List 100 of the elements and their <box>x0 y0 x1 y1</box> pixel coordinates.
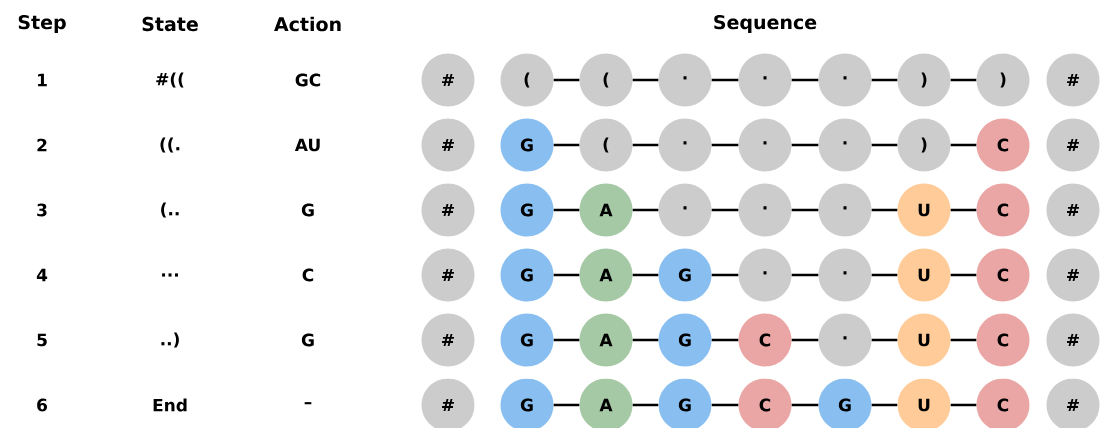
connector-line <box>632 208 659 212</box>
connector-line <box>711 338 739 342</box>
circle-node: C <box>976 118 1030 172</box>
circle-node: · <box>738 183 792 237</box>
circle-node: # <box>1046 248 1100 302</box>
circle-node: · <box>738 248 792 302</box>
connector-line <box>553 338 580 342</box>
connector-line <box>553 78 580 82</box>
table-cell: G <box>301 203 314 217</box>
circle-node: ) <box>976 53 1030 107</box>
connector-line <box>791 143 819 147</box>
connector-line <box>711 143 739 147</box>
circle-node: # <box>1046 53 1100 107</box>
table-cell: #(( <box>156 72 184 88</box>
circle-node: · <box>738 53 792 107</box>
connector-line <box>711 208 739 212</box>
circle-node: C <box>976 183 1030 237</box>
circle-node: U <box>897 248 951 302</box>
table-cell: AU <box>294 138 320 152</box>
circle-node: ( <box>500 53 554 107</box>
circle-node: # <box>1046 118 1100 172</box>
connector-line <box>632 273 659 277</box>
connector-line <box>871 143 898 147</box>
connector-line <box>950 208 977 212</box>
circle-node: C <box>976 313 1030 367</box>
circle-node: ( <box>579 53 633 107</box>
table-cell: 4 <box>36 268 48 282</box>
circle-node: G <box>658 248 712 302</box>
column-header: Step <box>18 14 66 33</box>
table-cell: ((. <box>160 137 180 153</box>
circle-node: · <box>658 118 712 172</box>
circle-node: # <box>421 183 475 237</box>
circle-node: G <box>500 183 554 237</box>
circle-node: ) <box>897 53 951 107</box>
connector-line <box>871 273 898 277</box>
circle-node: · <box>818 183 872 237</box>
connector-line <box>791 273 819 277</box>
connector-line <box>871 78 898 82</box>
circle-node: # <box>421 53 475 107</box>
connector-line <box>871 338 898 342</box>
table-cell: 5 <box>37 333 47 347</box>
connector-line <box>791 78 819 82</box>
circle-node: A <box>579 183 633 237</box>
column-header: Sequence <box>714 14 817 33</box>
connector-line <box>950 78 977 82</box>
table-cell: 3 <box>37 203 47 217</box>
circle-node: · <box>818 248 872 302</box>
connector-line <box>950 403 977 407</box>
circle-node: · <box>658 53 712 107</box>
circle-node: · <box>738 118 792 172</box>
connector-line <box>950 338 977 342</box>
circle-node: ) <box>897 118 951 172</box>
table-cell: – <box>304 402 312 405</box>
circle-node: G <box>500 118 554 172</box>
circle-node: U <box>897 183 951 237</box>
circle-node: · <box>818 118 872 172</box>
circle-node: # <box>1046 183 1100 237</box>
circle-node: · <box>818 313 872 367</box>
circle-node: ( <box>579 118 633 172</box>
connector-line <box>950 143 977 147</box>
column-header: State <box>142 16 198 32</box>
circle-node: C <box>976 248 1030 302</box>
circle-node: G <box>658 313 712 367</box>
connector-line <box>553 208 580 212</box>
table-cell: (.. <box>161 202 179 218</box>
circle-node: C <box>738 313 792 367</box>
connector-line <box>871 208 898 212</box>
circle-node: # <box>421 118 475 172</box>
table-cell: C <box>302 268 314 282</box>
connector-line <box>553 273 580 277</box>
circle-node: G <box>500 248 554 302</box>
table-cell: 2 <box>37 138 47 152</box>
circle-node: # <box>1046 313 1100 367</box>
table-cell: GC <box>295 73 321 87</box>
connector-line <box>553 143 580 147</box>
table-cell: ... <box>162 273 178 277</box>
connector-line <box>871 403 898 407</box>
circle-node: U <box>897 313 951 367</box>
circle-node: A <box>579 248 633 302</box>
connector-line <box>632 143 659 147</box>
connector-line <box>711 273 739 277</box>
circle-node: · <box>658 183 712 237</box>
connector-line <box>791 338 819 342</box>
connector-line <box>791 403 819 407</box>
table-cell: ..) <box>161 332 179 348</box>
circle-node: G <box>500 313 554 367</box>
column-header: Action <box>274 16 341 32</box>
connector-line <box>632 338 659 342</box>
circle-node: # <box>421 248 475 302</box>
connector-line <box>632 78 659 82</box>
circle-node: A <box>579 313 633 367</box>
table-cell: G <box>301 333 314 347</box>
connector-line <box>791 208 819 212</box>
connector-line <box>553 403 580 407</box>
connector-line <box>711 78 739 82</box>
connector-line <box>632 403 659 407</box>
connector-line <box>711 403 739 407</box>
circle-node: · <box>818 53 872 107</box>
table-cell: End <box>153 398 187 412</box>
table-cell: 6 <box>37 398 47 412</box>
